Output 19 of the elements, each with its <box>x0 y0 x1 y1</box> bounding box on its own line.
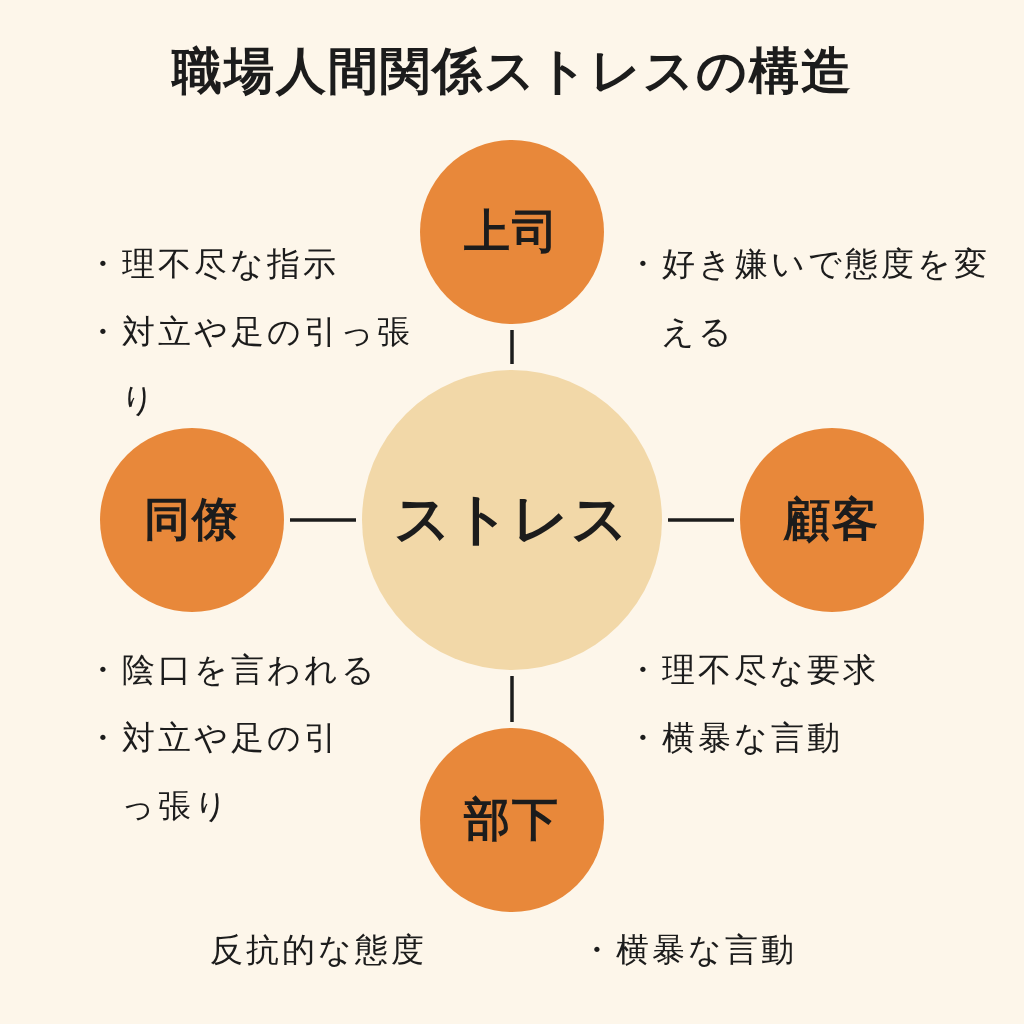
node-label: 上司 <box>464 203 560 260</box>
bullet-text: ・対立や足の引っ張り <box>86 717 341 827</box>
connector-line <box>510 330 514 364</box>
bullet-text: ・横暴な言動 <box>580 929 798 971</box>
bullet-text: ・横暴な言動 <box>626 717 844 759</box>
connector-line <box>510 676 514 722</box>
connector-line <box>290 518 356 522</box>
node-label: 同僚 <box>144 491 240 548</box>
node-label: 部下 <box>464 791 560 848</box>
bullet-text: 反抗的な態度 <box>210 929 428 971</box>
node-label: ストレス <box>394 485 630 553</box>
connector-line <box>668 518 734 522</box>
bullet-text: ・理不尽な指示 <box>86 243 340 285</box>
diagram-title: 職場人間関係ストレスの構造 <box>170 41 854 102</box>
bullet-text: ・対立や足の引っ張り <box>86 311 414 421</box>
node-label: 顧客 <box>784 491 880 548</box>
bullet-text: ・好き嫌いで態度を変える <box>626 243 991 353</box>
bullet-text: ・陰口を言われる <box>86 649 379 691</box>
bullet-text: ・理不尽な要求 <box>626 649 880 691</box>
